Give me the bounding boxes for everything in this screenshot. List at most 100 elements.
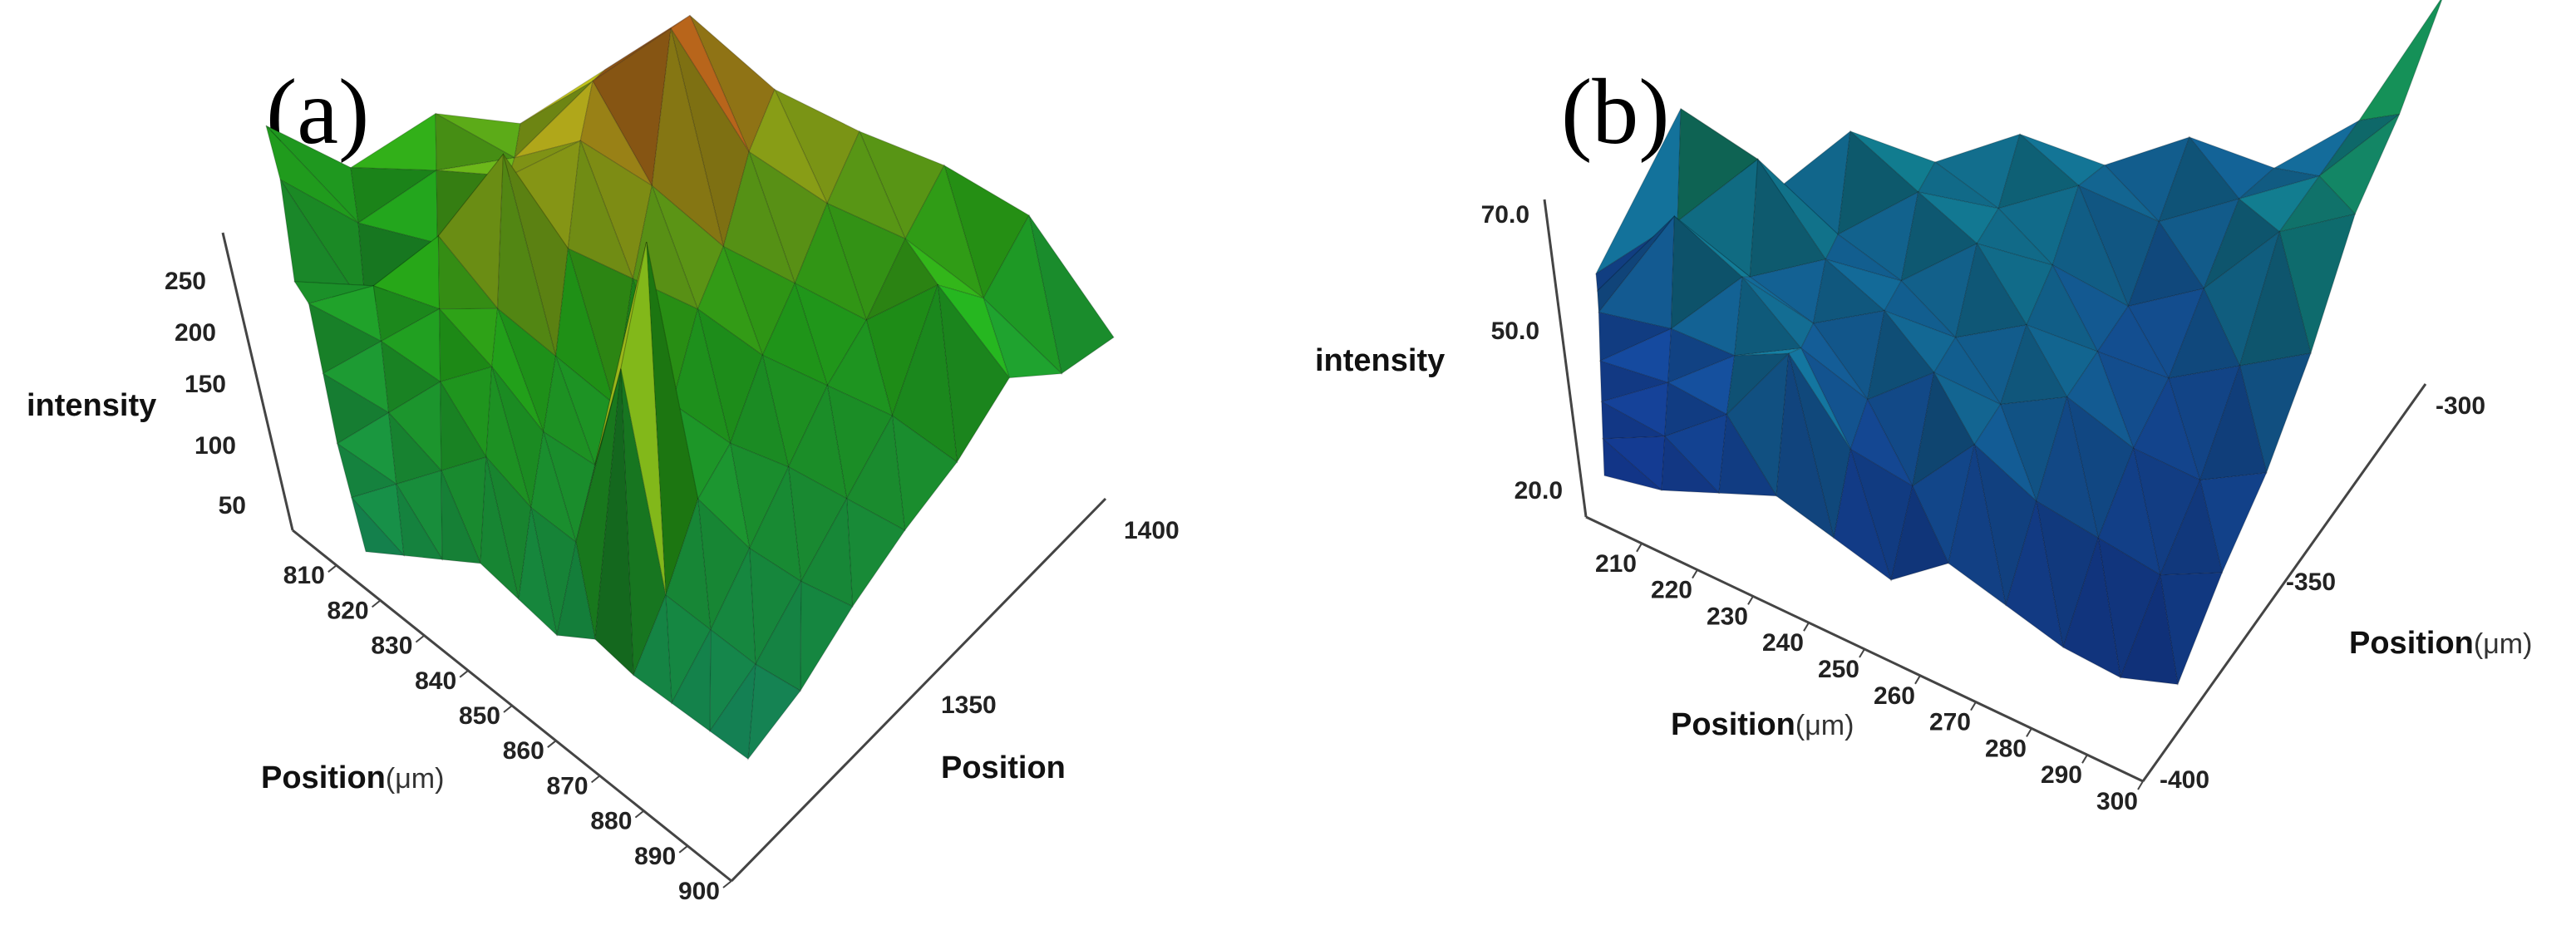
- panel-a-z-ticks: 250 200 150 100 50: [165, 268, 246, 519]
- tick-mark: [1914, 675, 1921, 685]
- panel-b-z-tick: 50.0: [1491, 317, 1539, 345]
- surface-facet: [2202, 198, 2281, 290]
- surface-facet: [1718, 412, 1778, 497]
- panel-b-x-axis-title: Position(μm): [1671, 707, 1854, 742]
- panel-b-z-tick: 70.0: [1481, 201, 1529, 229]
- surface-facet: [1866, 372, 1935, 488]
- surface-facet: [891, 415, 958, 532]
- surface-facet: [441, 470, 481, 564]
- panel-b-y-tick: -300: [2436, 392, 2485, 420]
- tick-mark: [1859, 648, 1865, 658]
- x-tick-label: 210: [1595, 550, 1637, 578]
- x-tick-label: 890: [634, 843, 676, 870]
- tick-mark: [2081, 754, 2088, 764]
- surface-facet: [671, 629, 712, 732]
- surface-facet: [357, 169, 438, 244]
- surface-facet: [865, 238, 939, 322]
- surface-facet: [350, 166, 438, 224]
- tick-mark: [1970, 701, 1977, 711]
- x-tick-label: 860: [503, 737, 544, 765]
- surface-facet: [2239, 352, 2312, 475]
- surface-facet: [1999, 396, 2068, 503]
- panel-a-z-axis-line: [221, 232, 294, 531]
- surface-facet: [800, 580, 854, 693]
- tick-mark: [547, 740, 557, 748]
- surface-facet: [438, 308, 493, 383]
- surface-facet: [1776, 353, 1835, 539]
- panel-b-y-axis-title: Position(μm): [2349, 626, 2532, 661]
- surface-facet: [308, 303, 382, 375]
- x-tick-label: 840: [415, 667, 456, 695]
- tick-mark: [634, 810, 645, 819]
- x-tick-label: 230: [1707, 603, 1748, 630]
- tick-mark: [678, 845, 688, 854]
- x-tick-label: 830: [371, 632, 412, 660]
- x-tick-label: 300: [2096, 788, 2138, 815]
- surface-facet: [2005, 500, 2064, 649]
- surface-facet: [518, 507, 558, 637]
- panel-b-z-axis-title: intensity: [1315, 343, 1445, 378]
- x-tick-label: 290: [2041, 761, 2082, 789]
- surface-facet: [594, 368, 634, 677]
- surface-facet: [1976, 207, 2055, 267]
- panel-a-surface: [265, 14, 1115, 761]
- surface-facet: [435, 112, 516, 171]
- surface-facet: [671, 308, 731, 445]
- tick-mark: [371, 599, 382, 608]
- x-tick-label: 820: [328, 597, 369, 624]
- surface-facet: [491, 308, 544, 433]
- panel-b-label: (b): [1561, 61, 1670, 164]
- panel-a-z-axis-title: intensity: [27, 388, 156, 423]
- surface-facet: [592, 27, 672, 82]
- tick-mark: [1636, 543, 1643, 553]
- surface-facet: [2239, 229, 2312, 367]
- x-tick-label: 250: [1818, 656, 1859, 683]
- panel-a-y-axis-line: [730, 497, 1107, 883]
- panel-a-x-axis-title: Position(μm): [261, 760, 444, 795]
- panel-a-y-tick: 1400: [1124, 517, 1180, 544]
- surface-facet: [794, 201, 868, 322]
- panel-a: (a) 250 200 150 100 50 intensity 8108208…: [27, 14, 1180, 905]
- surface-facet: [1890, 485, 1949, 581]
- tick-mark: [722, 880, 732, 888]
- surface-facet: [480, 456, 520, 601]
- surface-facet: [1667, 354, 1736, 416]
- tick-mark: [2026, 727, 2032, 737]
- panel-a-y-tick: 1350: [941, 691, 997, 719]
- surface-facet: [1884, 279, 1956, 338]
- surface-facet: [1726, 352, 1790, 416]
- surface-facet: [2097, 446, 2161, 577]
- panel-b: (b) 70.0 50.0 20.0 intensity 21022023024…: [1315, 0, 2532, 815]
- surface-facet: [800, 496, 854, 608]
- surface-facet: [2132, 376, 2201, 481]
- surface-facet: [1833, 449, 1893, 582]
- tick-mark: [1692, 569, 1698, 579]
- surface-facet: [937, 283, 1011, 464]
- panel-a-z-tick: 100: [195, 432, 236, 460]
- tick-mark: [1803, 622, 1810, 632]
- surface-facet: [709, 662, 756, 760]
- panel-b-z-axis-line: [1543, 199, 1588, 518]
- surface-facet: [2199, 472, 2268, 574]
- panel-b-z-tick: 20.0: [1515, 477, 1563, 504]
- panel-b-y-axis-line: [2141, 383, 2427, 782]
- surface-facet: [513, 79, 594, 159]
- tick-mark: [1747, 595, 1754, 605]
- surface-facet: [1954, 242, 2027, 338]
- x-tick-label: 810: [283, 562, 325, 589]
- panel-a-z-tick: 50: [219, 492, 246, 519]
- surface-facet: [2357, 0, 2443, 121]
- surface-facet: [293, 281, 374, 304]
- surface-facet: [336, 442, 398, 499]
- x-tick-label: 260: [1874, 682, 1915, 710]
- x-tick-label: 220: [1651, 577, 1692, 604]
- x-tick-label: 900: [678, 878, 720, 905]
- panel-a-z-tick: 200: [175, 319, 216, 347]
- tick-mark: [459, 670, 469, 678]
- surface-facet: [1948, 444, 2007, 607]
- tick-mark: [415, 634, 426, 643]
- surface-facet: [2158, 135, 2240, 223]
